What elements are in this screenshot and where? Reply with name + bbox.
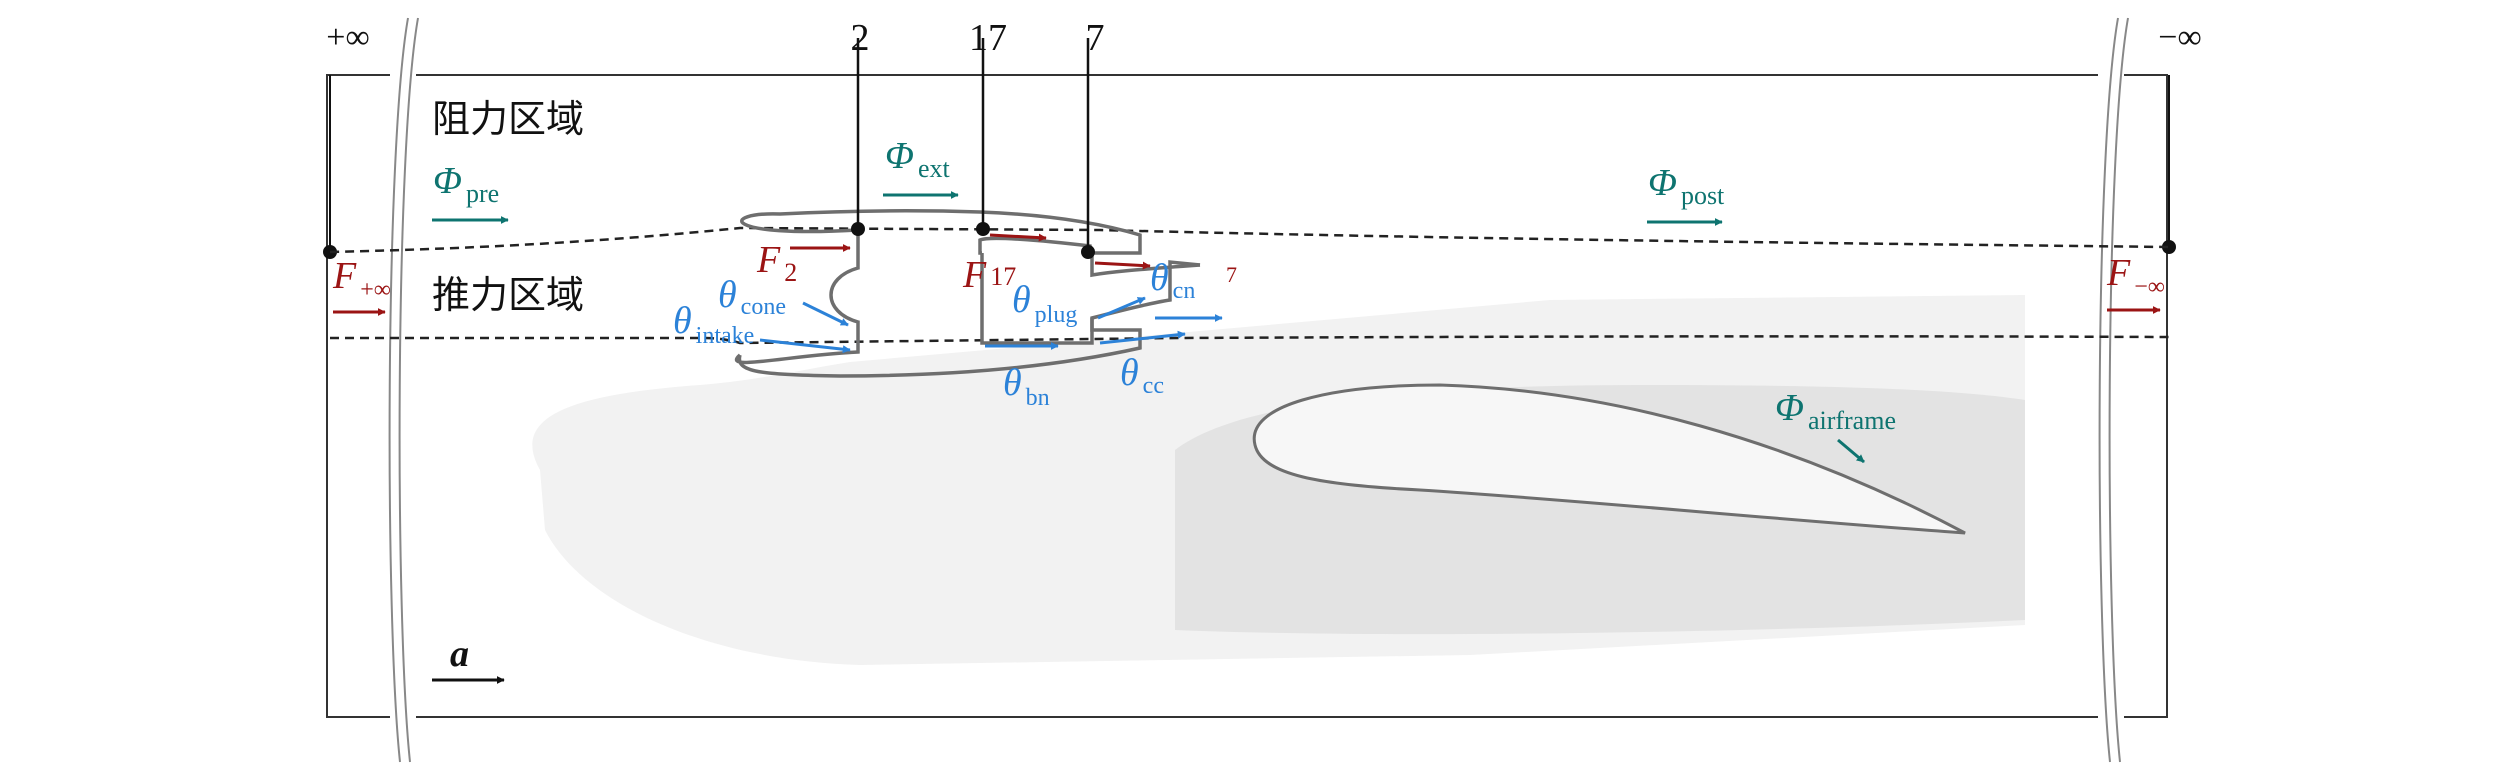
theta-bn-symbol: θ (1003, 362, 1022, 404)
flux-post-symbol: Φ (1648, 162, 1677, 204)
flux-airframe-symbol: Φ (1775, 387, 1804, 429)
theta-bn-label: θ bn (1003, 362, 1050, 411)
force-17-symbol: F (962, 254, 987, 296)
airfoil-outline (1252, 383, 1966, 535)
engine-upper-lip (740, 208, 1142, 255)
theta-cc-symbol: θ (1120, 352, 1139, 394)
engine-inner-contour (735, 230, 860, 365)
force-plus-inf-label: F +∞ (332, 255, 391, 303)
flux-pre-sub: pre (466, 179, 499, 208)
theta-cone-symbol: θ (718, 274, 737, 316)
theta-cc-arrow (1099, 330, 1186, 345)
theta-intake-label: θ intake (673, 300, 754, 349)
station-2: 2 (851, 17, 870, 236)
acceleration-label: a (450, 633, 469, 675)
flux-ext-symbol: Φ (885, 135, 914, 177)
theta-cone-arrow (802, 301, 849, 327)
force-plus-inf-sub: +∞ (360, 277, 391, 303)
force-minus-inf-label: F −∞ (2106, 252, 2165, 300)
theta-intake-sub: intake (696, 323, 755, 349)
force-17-sub: 17 (990, 262, 1016, 291)
theta-plug-label: θ plug (1012, 279, 1077, 328)
flux-pre-label: Φ pre (433, 160, 499, 208)
force-plus-inf-symbol: F (332, 255, 357, 297)
engine-lower-lip (737, 260, 1201, 378)
flux-post-label: Φ post (1648, 162, 1725, 210)
theta-cc-sub: cc (1143, 373, 1164, 399)
station-7-label: 7 (1086, 17, 1105, 59)
theta-bn-sub: bn (1026, 385, 1050, 411)
right-break-mark (2098, 0, 2129, 772)
flux-ext-sub: ext (918, 154, 951, 183)
right-boundary-point (2162, 240, 2176, 254)
station-17-label: 17 (969, 17, 1007, 59)
theta-cc-label: θ cc (1120, 352, 1164, 399)
station-2-label: 2 (851, 17, 870, 59)
station-7: 7 (1081, 17, 1105, 259)
flux-ext-label: Φ ext (885, 135, 950, 183)
theta-cone-sub: cone (741, 294, 786, 320)
streamtube-lower (330, 335, 2170, 345)
theta-plug-symbol: θ (1012, 279, 1031, 321)
force-2-symbol: F (756, 239, 781, 281)
flux-pre-symbol: Φ (433, 160, 462, 202)
force-7-sub: 7 (1226, 262, 1237, 287)
force-2-label: F 2 (756, 239, 797, 287)
left-break-mark (388, 0, 419, 772)
minus-infinity-label: −∞ (2158, 19, 2201, 56)
force-17-arrow (989, 233, 1047, 242)
streamtube-upper (329, 226, 2170, 254)
theta-cn-sub: cn (1173, 278, 1196, 304)
force-17-label: F 17 (962, 254, 1016, 296)
nozzle-flap (1090, 253, 1201, 278)
force-7-arrow (1094, 261, 1151, 270)
theta-cone-label: θ cone (718, 274, 786, 320)
flux-post-sub: post (1681, 181, 1725, 210)
theta-plug-sub: plug (1035, 302, 1078, 328)
plus-infinity-label: +∞ (326, 19, 369, 56)
flux-airframe-sub: airframe (1808, 406, 1896, 435)
force-2-sub: 2 (784, 258, 797, 287)
theta-cn-label: θ cn (1150, 257, 1195, 304)
flux-airframe-label: Φ airframe (1775, 387, 1896, 435)
station-17: 17 (969, 17, 1007, 236)
plug-body (980, 253, 1094, 345)
flux-airframe-arrow (1837, 438, 1865, 464)
thrust-region-label: 推力区域 (432, 273, 584, 317)
theta-intake-symbol: θ (673, 300, 692, 342)
theta-plug-arrow (1097, 296, 1146, 320)
control-volume-frame (326, 74, 2168, 718)
force-minus-inf-sub: −∞ (2134, 274, 2165, 300)
drag-region-label: 阻力区域 (432, 97, 584, 141)
theta-cn-symbol: θ (1150, 257, 1169, 299)
theta-intake-arrow (759, 338, 851, 354)
force-minus-inf-symbol: F (2106, 252, 2131, 294)
